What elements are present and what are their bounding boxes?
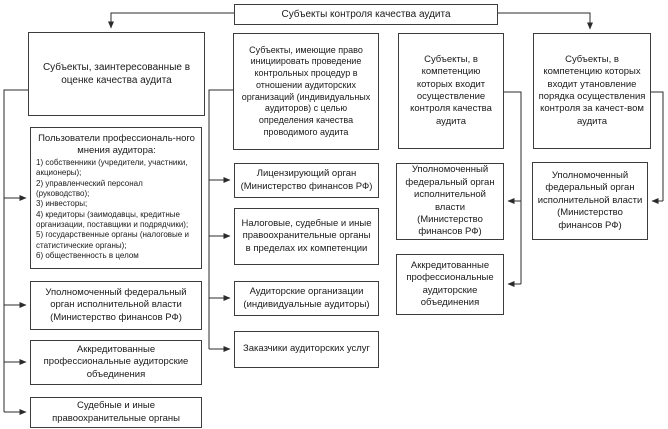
col2-box-licensing: Лицензирующий орган (Министерство финанс… — [234, 163, 379, 198]
col3-box-ufo: Уполномоченный федеральный орган исполни… — [396, 163, 504, 240]
col4-box-ufo-text: Уполномоченный федеральный орган исполни… — [537, 170, 643, 231]
users-box-title: Пользователи профессиональ-ного мнения а… — [38, 133, 195, 156]
col1-box-ufo-text: Уполномоченный федеральный орган исполни… — [45, 286, 187, 323]
col4-header-box: Субъекты, в компетенцию которых входит у… — [533, 33, 651, 149]
col2-box-licensing-text: Лицензирующий орган (Министерство финанс… — [240, 168, 373, 192]
col3-box-ufo-text: Уполномоченный федеральный орган исполни… — [405, 164, 495, 238]
users-item: 4) кредиторы (заимодавцы, кредитные орга… — [36, 209, 189, 230]
users-box: Пользователи профессиональ-ного мнения а… — [30, 127, 202, 269]
users-item: 3) инвесторы; — [36, 199, 88, 209]
col4-header-text: Субъекты, в компетенцию которых входит у… — [538, 53, 646, 127]
col2-box-audit-orgs-text: Аудиторские организации (индивидуальные … — [243, 286, 370, 310]
col4-box-ufo: Уполномоченный федеральный орган исполни… — [532, 162, 648, 240]
col1-box-ufo: Уполномоченный федеральный орган исполни… — [30, 281, 202, 330]
users-item: 2) управленческий персонал (руководство)… — [36, 178, 143, 198]
users-item: 6) общественность в целом — [36, 251, 139, 261]
col3-header-text: Субъекты, в компетенцию которых входит о… — [410, 53, 492, 127]
col1-box-judicial-text: Судебные и иные правоохранительные орган… — [52, 400, 180, 424]
col2-box-customers-text: Заказчики аудиторских услуг — [243, 343, 370, 355]
users-item: 5) государственные органы (налоговые и с… — [36, 230, 189, 250]
col2-box-customers: Заказчики аудиторских услуг — [234, 331, 379, 368]
col1-header-box: Субъекты, заинтересованные в оценке каче… — [28, 32, 205, 116]
title-box: Субъекты контроля качества аудита — [234, 4, 498, 25]
col2-box-tax-judicial-text: Налоговые, судебные и иные правоохраните… — [241, 217, 372, 254]
title-text: Субъекты контроля качества аудита — [281, 9, 451, 20]
col2-header-box: Субъекты, имеющие право инициировать про… — [233, 33, 379, 150]
col1-header-text: Субъекты, заинтересованные в оценке каче… — [42, 62, 191, 86]
users-item: 1) собственники (учредители, участники, … — [36, 157, 188, 178]
col1-box-judicial: Судебные и иные правоохранительные орган… — [30, 397, 202, 428]
col3-header-box: Субъекты, в компетенцию которых входит о… — [398, 33, 504, 149]
col2-box-tax-judicial: Налоговые, судебные и иные правоохраните… — [234, 208, 379, 265]
col2-box-audit-orgs: Аудиторские организации (индивидуальные … — [234, 281, 379, 316]
col3-box-accredited-text: Аккредитованные профессиональные аудитор… — [406, 259, 494, 308]
col1-box-accredited: Аккредитованные профессиональные аудитор… — [30, 340, 202, 385]
col2-header-text: Субъекты, имеющие право инициировать про… — [241, 44, 371, 137]
col3-box-accredited: Аккредитованные профессиональные аудитор… — [396, 254, 504, 315]
col1-box-accredited-text: Аккредитованные профессиональные аудитор… — [43, 343, 189, 380]
